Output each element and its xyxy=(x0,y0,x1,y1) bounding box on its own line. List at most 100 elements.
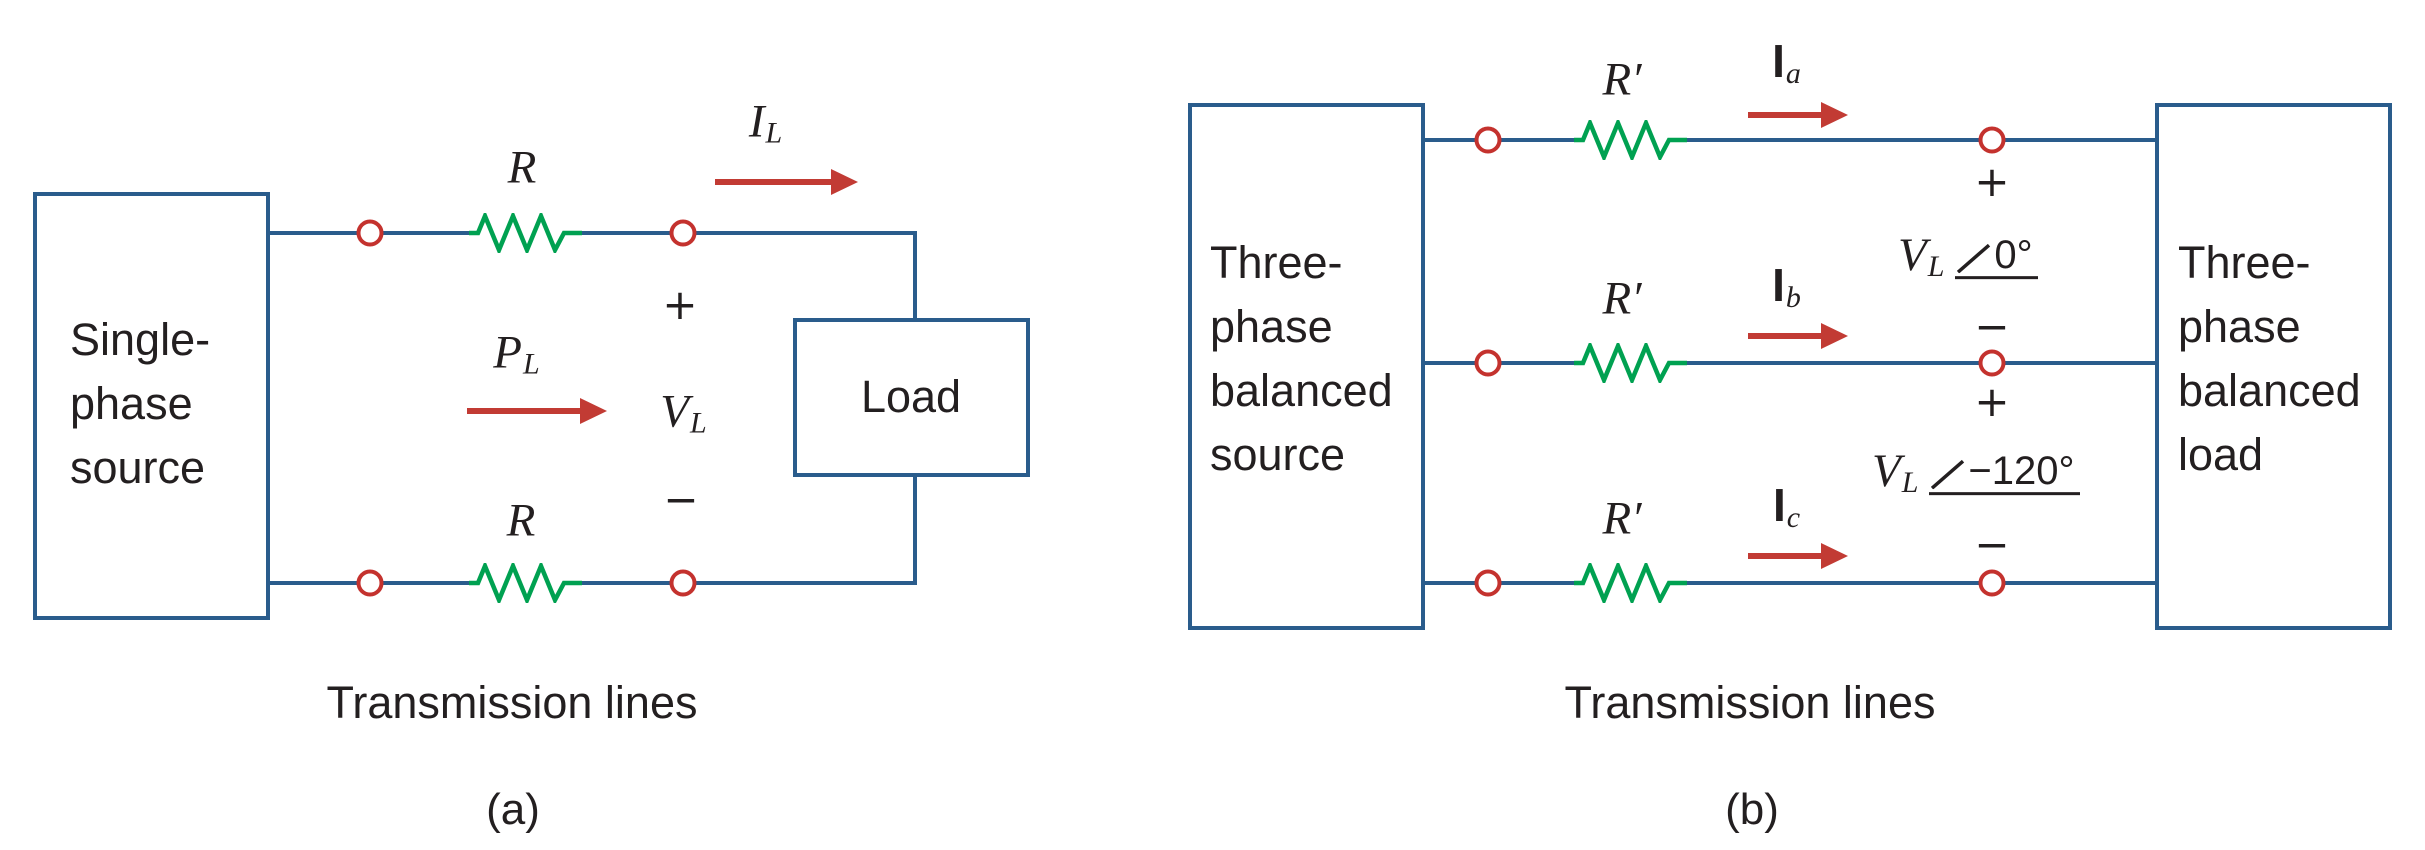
resistor-label-text: R′ xyxy=(1602,272,1642,325)
source-label-line: phase xyxy=(70,378,193,429)
source-label-line: source xyxy=(70,442,206,493)
current-arrow xyxy=(1748,543,1848,569)
wire-line-a-right xyxy=(1686,138,2155,142)
wire-load-top xyxy=(913,231,917,322)
arrow-shaft xyxy=(715,179,831,185)
arrow-head-icon xyxy=(580,398,607,424)
arrow-shaft xyxy=(1748,333,1821,339)
arrow-head-icon xyxy=(831,169,858,195)
current-symbol: I xyxy=(748,95,765,148)
resistor-label-text: R′ xyxy=(1602,53,1642,106)
voltage-label: VL xyxy=(660,385,706,438)
terminal-node xyxy=(1474,126,1502,154)
current-subscript: b xyxy=(1785,281,1801,314)
line-current-label: IL xyxy=(748,95,782,148)
resistor xyxy=(469,563,582,603)
voltage-subscript: L xyxy=(1901,466,1919,500)
resistor-label-text: R xyxy=(507,141,537,194)
arrow-head-icon xyxy=(1821,102,1848,128)
power-label: PL xyxy=(493,326,539,379)
terminal-node xyxy=(356,219,384,247)
wire-top-right xyxy=(581,231,915,235)
power-symbol: P xyxy=(493,326,523,379)
resistor-label: R xyxy=(506,494,536,547)
current-label: Ia xyxy=(1772,35,1801,89)
terminal-node xyxy=(669,569,697,597)
resistor-label-text: R xyxy=(506,494,536,547)
arrow-shaft xyxy=(1748,553,1821,559)
source-label-line: source xyxy=(1210,429,1346,480)
current-symbol: I xyxy=(1772,35,1785,87)
current-label: Ic xyxy=(1772,479,1800,533)
load-box xyxy=(793,318,1030,477)
resistor xyxy=(1574,343,1687,383)
load-label-line: balanced xyxy=(2178,365,2361,416)
minus-sign: − xyxy=(663,475,699,524)
terminal-node xyxy=(1978,569,2006,597)
voltage-symbol: V xyxy=(660,385,690,438)
resistor-label: R xyxy=(507,141,537,194)
load-label-line: phase xyxy=(2178,301,2301,352)
minus-sign: − xyxy=(1974,520,2010,569)
minus-sign: − xyxy=(1974,302,2010,351)
arrow-head-icon xyxy=(1821,323,1848,349)
current-arrow xyxy=(1748,323,1848,349)
current-symbol: I xyxy=(1772,479,1786,531)
current-arrow xyxy=(715,169,858,195)
source-box-label: Single- phase source xyxy=(70,308,210,500)
wire-line-c-right xyxy=(1686,581,2155,585)
figure-tag: (b) xyxy=(1725,785,1779,834)
terminal-node xyxy=(669,219,697,247)
current-arrow xyxy=(1748,102,1848,128)
resistor xyxy=(1574,563,1687,603)
source-label-line: Single- xyxy=(70,314,211,365)
source-label-line: balanced xyxy=(1210,365,1393,416)
resistor-label: R′ xyxy=(1602,53,1642,106)
terminal-node xyxy=(1474,349,1502,377)
source-label-line: phase xyxy=(1210,301,1333,352)
source-box xyxy=(33,192,270,620)
voltage-symbol: V xyxy=(1898,229,1927,282)
phasor-angle: −120° xyxy=(1929,449,2080,496)
resistor xyxy=(1574,120,1687,160)
resistor-label: R′ xyxy=(1602,272,1642,325)
arrow-shaft xyxy=(467,408,580,414)
current-subscript: L xyxy=(765,116,783,150)
angle-icon xyxy=(1957,243,1991,274)
power-subscript: L xyxy=(523,347,540,381)
caption: Transmission lines xyxy=(326,677,698,728)
resistor-label-text: R′ xyxy=(1602,492,1642,545)
current-symbol: I xyxy=(1772,259,1785,311)
wire-load-bottom xyxy=(913,473,917,585)
plus-sign: + xyxy=(1974,157,2010,206)
load-box-label: Three- phase balanced load xyxy=(2178,231,2361,487)
arrow-head-icon xyxy=(1821,543,1848,569)
load-label-line: load xyxy=(2178,429,2264,480)
angle-value: −120° xyxy=(1968,449,2075,494)
phasor-angle: 0° xyxy=(1955,235,2038,280)
wire-bottom-right xyxy=(581,581,915,585)
terminal-node xyxy=(1978,126,2006,154)
source-label-line: Three- xyxy=(1210,237,1343,288)
source-box xyxy=(1188,103,1425,630)
load-box-label: Load xyxy=(860,371,962,422)
arrow-shaft xyxy=(1748,112,1821,118)
voltage-symbol-group: VL xyxy=(1872,445,1918,498)
current-subscript: c xyxy=(1786,501,1801,534)
voltage-label: VL 0° xyxy=(1898,229,2038,282)
angle-icon xyxy=(1931,459,1965,490)
load-box xyxy=(2155,103,2392,630)
voltage-label: VL −120° xyxy=(1872,445,2080,498)
current-label: Ib xyxy=(1772,259,1801,313)
voltage-symbol: V xyxy=(1872,445,1901,498)
voltage-symbol-group: VL xyxy=(1898,229,1944,282)
voltage-subscript: L xyxy=(690,406,707,440)
figure-tag: (a) xyxy=(486,785,540,834)
power-arrow xyxy=(467,398,607,424)
current-subscript: a xyxy=(1785,57,1801,90)
plus-sign: + xyxy=(1974,377,2010,426)
plus-sign: + xyxy=(662,280,698,329)
terminal-node xyxy=(1474,569,1502,597)
caption: Transmission lines xyxy=(1564,677,1936,728)
